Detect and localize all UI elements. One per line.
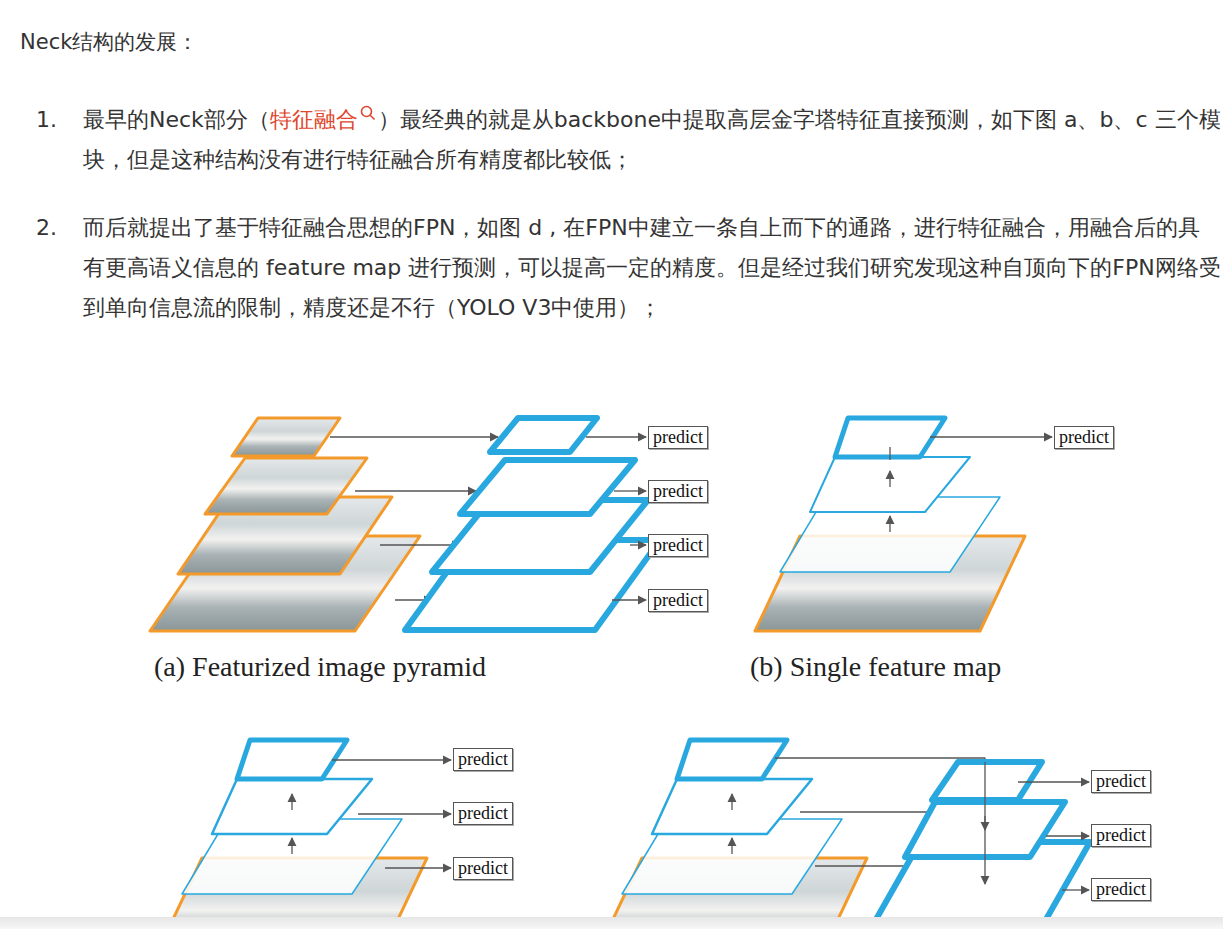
figure-caption-block: (a) Featurized image pyramid bbox=[154, 650, 486, 684]
feature-maps bbox=[405, 418, 660, 630]
c-arrows bbox=[292, 760, 451, 868]
feature-map-top bbox=[677, 740, 787, 779]
box-label: predict bbox=[1059, 427, 1109, 448]
figure-caption: (b) Single feature map bbox=[750, 651, 1001, 682]
box-label: predict bbox=[1096, 771, 1146, 792]
list-paragraph-block: 而后就提出了基于特征融合思想的FPN，如图 d , 在FPN中建立一条自上而下的… bbox=[83, 208, 1221, 328]
box-label: predict bbox=[653, 590, 703, 611]
fused-maps bbox=[870, 762, 1090, 918]
list-paragraph-block: 最早的Neck部分（特征融合 ）最经典的就是从backbone中提取高层金字塔特… bbox=[83, 100, 1221, 180]
feature-map bbox=[652, 779, 812, 834]
figure-caption: (a) Featurized image pyramid bbox=[154, 651, 486, 682]
predict-box: predict bbox=[1091, 878, 1151, 901]
scroll-shadow bbox=[0, 917, 1223, 929]
keyword-link: 特征融合 bbox=[270, 107, 358, 132]
predict-box: predict bbox=[453, 748, 513, 771]
box-label: predict bbox=[653, 535, 703, 556]
box-label: predict bbox=[458, 803, 508, 824]
paragraph-text: 最早的Neck部分（ bbox=[83, 107, 270, 132]
predict-box: predict bbox=[453, 802, 513, 825]
search-icon bbox=[360, 105, 376, 121]
paragraph-text: 而后就提出了基于特征融合思想的FPN，如图 d , 在FPN中建立一条自上而下的… bbox=[83, 215, 1221, 320]
box-label: predict bbox=[653, 481, 703, 502]
page-heading: Neck结构的发展： bbox=[20, 27, 198, 57]
upward-arrows bbox=[890, 437, 1052, 532]
predict-box: predict bbox=[1091, 824, 1151, 847]
box-label: predict bbox=[458, 749, 508, 770]
list-number-block: 1. bbox=[33, 100, 57, 140]
d-arrows bbox=[985, 762, 1089, 890]
figure-caption-block: (b) Single feature map bbox=[750, 650, 1001, 684]
feature-map-thin bbox=[810, 457, 970, 512]
predict-box: predict bbox=[1091, 770, 1151, 793]
predict-box: predict bbox=[648, 534, 708, 557]
feature-map-top bbox=[237, 740, 347, 779]
predict-arrows bbox=[586, 437, 646, 600]
list-number: 2. bbox=[36, 215, 57, 240]
predict-box: predict bbox=[1054, 426, 1114, 449]
box-label: predict bbox=[1096, 825, 1146, 846]
predict-box: predict bbox=[648, 480, 708, 503]
predict-box: predict bbox=[453, 857, 513, 880]
list-number-block: 2. bbox=[33, 208, 57, 248]
predict-box: predict bbox=[648, 589, 708, 612]
image-pyramid bbox=[150, 418, 420, 631]
box-label: predict bbox=[1096, 879, 1146, 900]
predict-box: predict bbox=[648, 426, 708, 449]
d-bottom-up-arrows bbox=[731, 794, 732, 854]
list-number: 1. bbox=[36, 107, 57, 132]
feature-map bbox=[212, 779, 372, 834]
box-label: predict bbox=[458, 858, 508, 879]
box-label: predict bbox=[653, 427, 703, 448]
